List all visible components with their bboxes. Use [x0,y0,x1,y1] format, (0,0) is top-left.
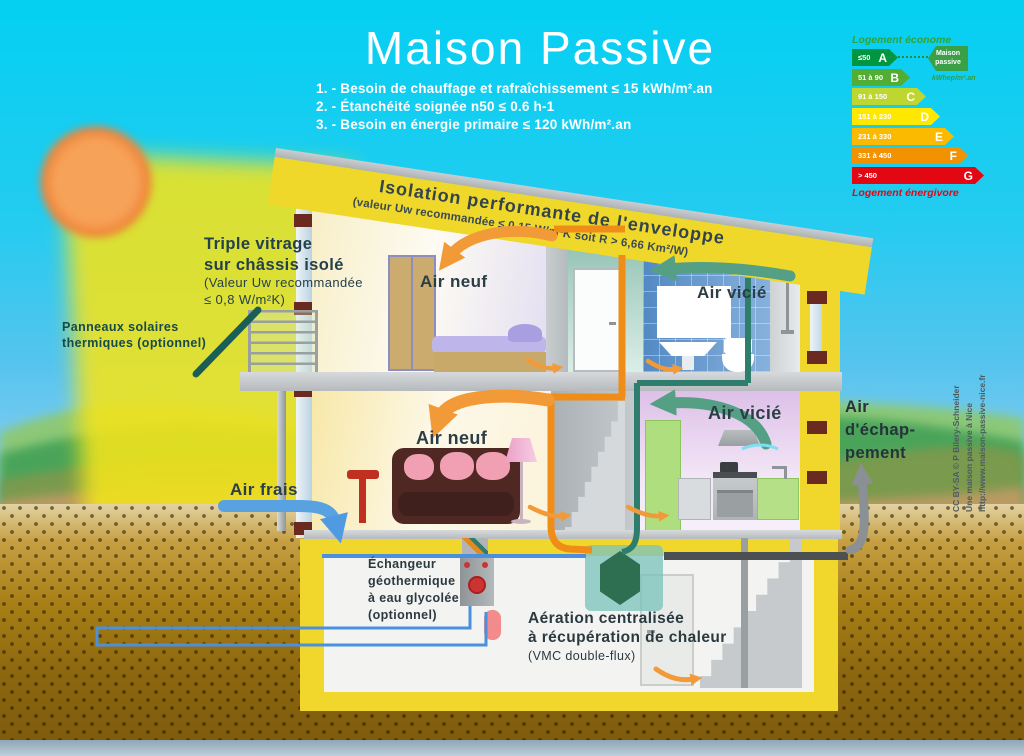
air-frais-label: Air frais [230,480,298,499]
air-neuf-bedroom-label: Air neuf [420,272,488,291]
floor-slab-lower [304,530,842,539]
bottom-edge-band [0,740,1024,756]
shower-head [781,330,794,334]
stair-post [741,538,748,688]
geo-indicator [482,562,488,568]
kitchen-cabinet-right [757,478,799,520]
sink-pedestal [682,356,694,370]
credit-text: CC BY-SA © P Bilery-Schneider Une maison… [951,374,987,512]
geo-exchanger-coil [462,538,488,554]
stool [347,470,379,479]
bathroom-mirror [657,286,731,338]
window-frame [807,351,827,364]
air-echappement-label: Air d'échap- pement [845,398,916,462]
criterion-1: 1. - Besoin de chauffage et rafraîchisse… [316,81,713,96]
floor-lamp-stem [520,462,523,520]
energy-unit-label: kWhep/m².an [932,75,976,82]
vmc-heat-exchanger [600,551,640,605]
faucet [772,466,787,479]
criterion-3: 3. - Besoin en énergie primaire ≤ 120 kW… [316,117,632,132]
geo-unit [460,556,494,606]
oven-door [717,490,753,517]
triple-glazing-label: Triple vitrage sur châssis isolé (Valeur… [204,235,363,307]
vmc-label: Aération centralisée à récupération de c… [528,610,727,663]
air-vicie-kitchen-label: Air vicié [708,403,782,423]
window-frame [807,471,827,484]
sofa-cushion [440,452,474,480]
sofa-cushion [476,452,510,480]
window-frame [807,421,827,434]
wardrobe-door-split [411,257,413,369]
interior-door [573,268,623,372]
geothermal-label: Échangeur géothermique à eau glycolée (o… [368,557,460,622]
toilet-bowl [722,354,754,372]
door-handle [647,630,655,633]
energy-scale-top-label: Logement économe [852,34,952,46]
living-room [312,391,551,538]
geo-indicator [464,562,470,568]
sofa-cushion [404,454,434,480]
dishwasher [678,478,711,520]
stool-leg [359,479,366,523]
criterion-2: 2. - Étanchéité soignée n50 ≤ 0.6 h-1 [316,99,555,114]
bathroom-sink [659,342,717,356]
wardrobe [388,255,436,371]
cooking-pot [720,462,738,473]
wall-window-glass [810,295,822,357]
criteria-list: 1. - Besoin de chauffage et rafraîchisse… [316,80,713,134]
stair-steps [565,401,625,538]
kitchen-tall-cabinet [645,420,681,532]
expansion-tank [484,610,501,640]
air-neuf-living-label: Air neuf [416,428,488,448]
toilet-tank [724,338,752,354]
maison-passive-marker: Maison passive [928,46,968,71]
door-handle [609,322,616,325]
page-title: Maison Passive [364,22,716,74]
floor-lamp-base [511,519,531,524]
sun [40,126,152,238]
window-frame [807,291,827,304]
right-wall-lower [800,391,840,538]
sofa-seat [398,492,514,516]
energy-scale-bottom-label: Logement énergivore [852,187,959,199]
solar-panels-label: Panneaux solaires thermiques (optionnel) [62,320,207,350]
air-vicie-bathroom-label: Air vicié [697,283,767,302]
range-hood [718,430,760,446]
staircase-mid [551,391,640,538]
shower-pole [786,262,789,332]
floor-lamp-shade [505,438,537,462]
marker-dotted-line [886,56,928,58]
bed-pillow [508,324,542,342]
balcony-railing [248,310,318,373]
window-frame [294,214,314,227]
geo-pump-dial [468,576,486,594]
cooktop [713,472,757,478]
floor-slab-upper [240,372,842,391]
oven [713,478,757,520]
balcony-post [277,391,286,531]
bed-base [434,352,546,372]
